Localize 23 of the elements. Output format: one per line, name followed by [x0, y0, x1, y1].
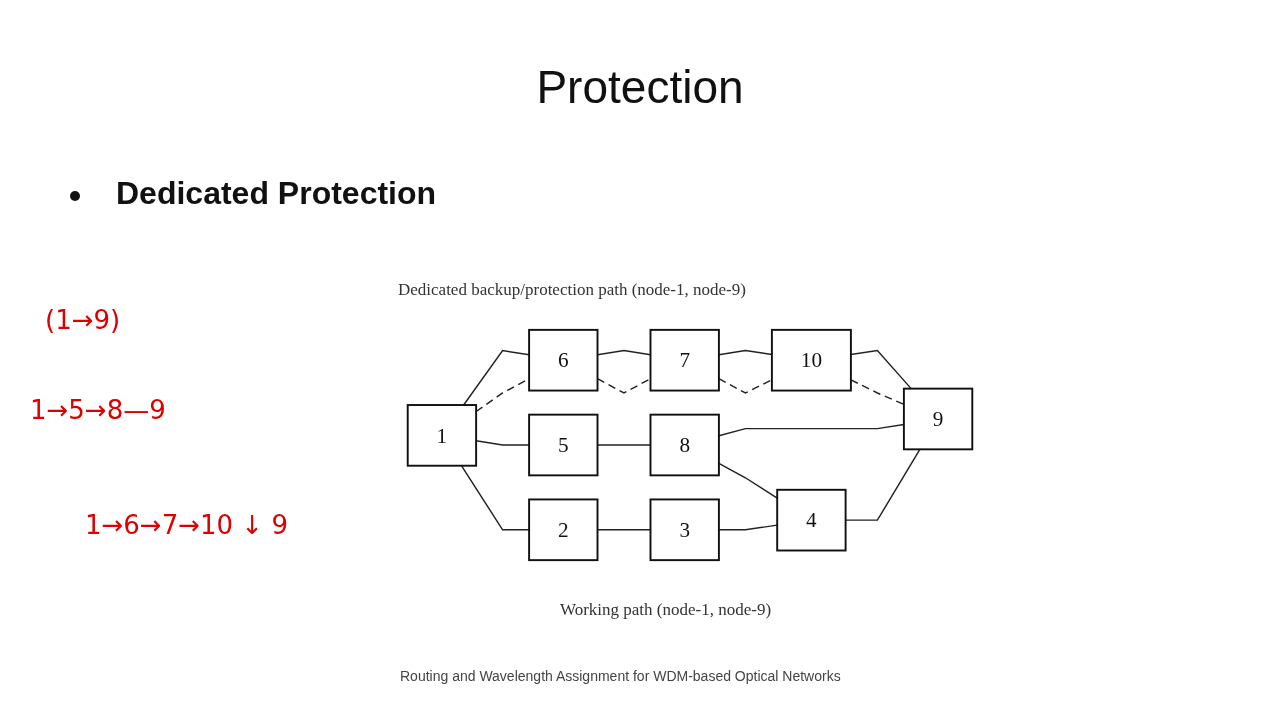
- node-box: 2: [528, 498, 599, 562]
- node-box: 5: [528, 413, 599, 477]
- caption: Routing and Wavelength Assignment for WDM-based Optical Networks: [400, 668, 841, 684]
- handwritten-note: 1→6→7→10 ↓ 9: [85, 510, 288, 540]
- node-box: 6: [528, 328, 599, 392]
- node-box: 10: [770, 328, 852, 392]
- slide-title: Protection: [535, 60, 745, 114]
- node-box: 8: [649, 413, 720, 477]
- node-box: 4: [776, 488, 847, 552]
- path-label: Dedicated backup/protection path (node-1, node-9): [398, 280, 746, 300]
- handwritten-note: 1→5→8—9: [30, 395, 166, 425]
- path-label: Working path (node-1, node-9): [560, 600, 772, 620]
- connector: [718, 524, 778, 531]
- node-box: 9: [902, 387, 974, 451]
- bullet-heading: Dedicated Protection: [116, 175, 437, 211]
- node-box: 1: [406, 404, 478, 467]
- connector: [462, 349, 530, 406]
- node-box: 7: [649, 328, 720, 392]
- connector: [460, 465, 530, 531]
- connector: [850, 349, 912, 390]
- connector: [718, 462, 778, 499]
- node-box: 3: [649, 498, 720, 562]
- handwritten-note: (1→9): [45, 305, 121, 335]
